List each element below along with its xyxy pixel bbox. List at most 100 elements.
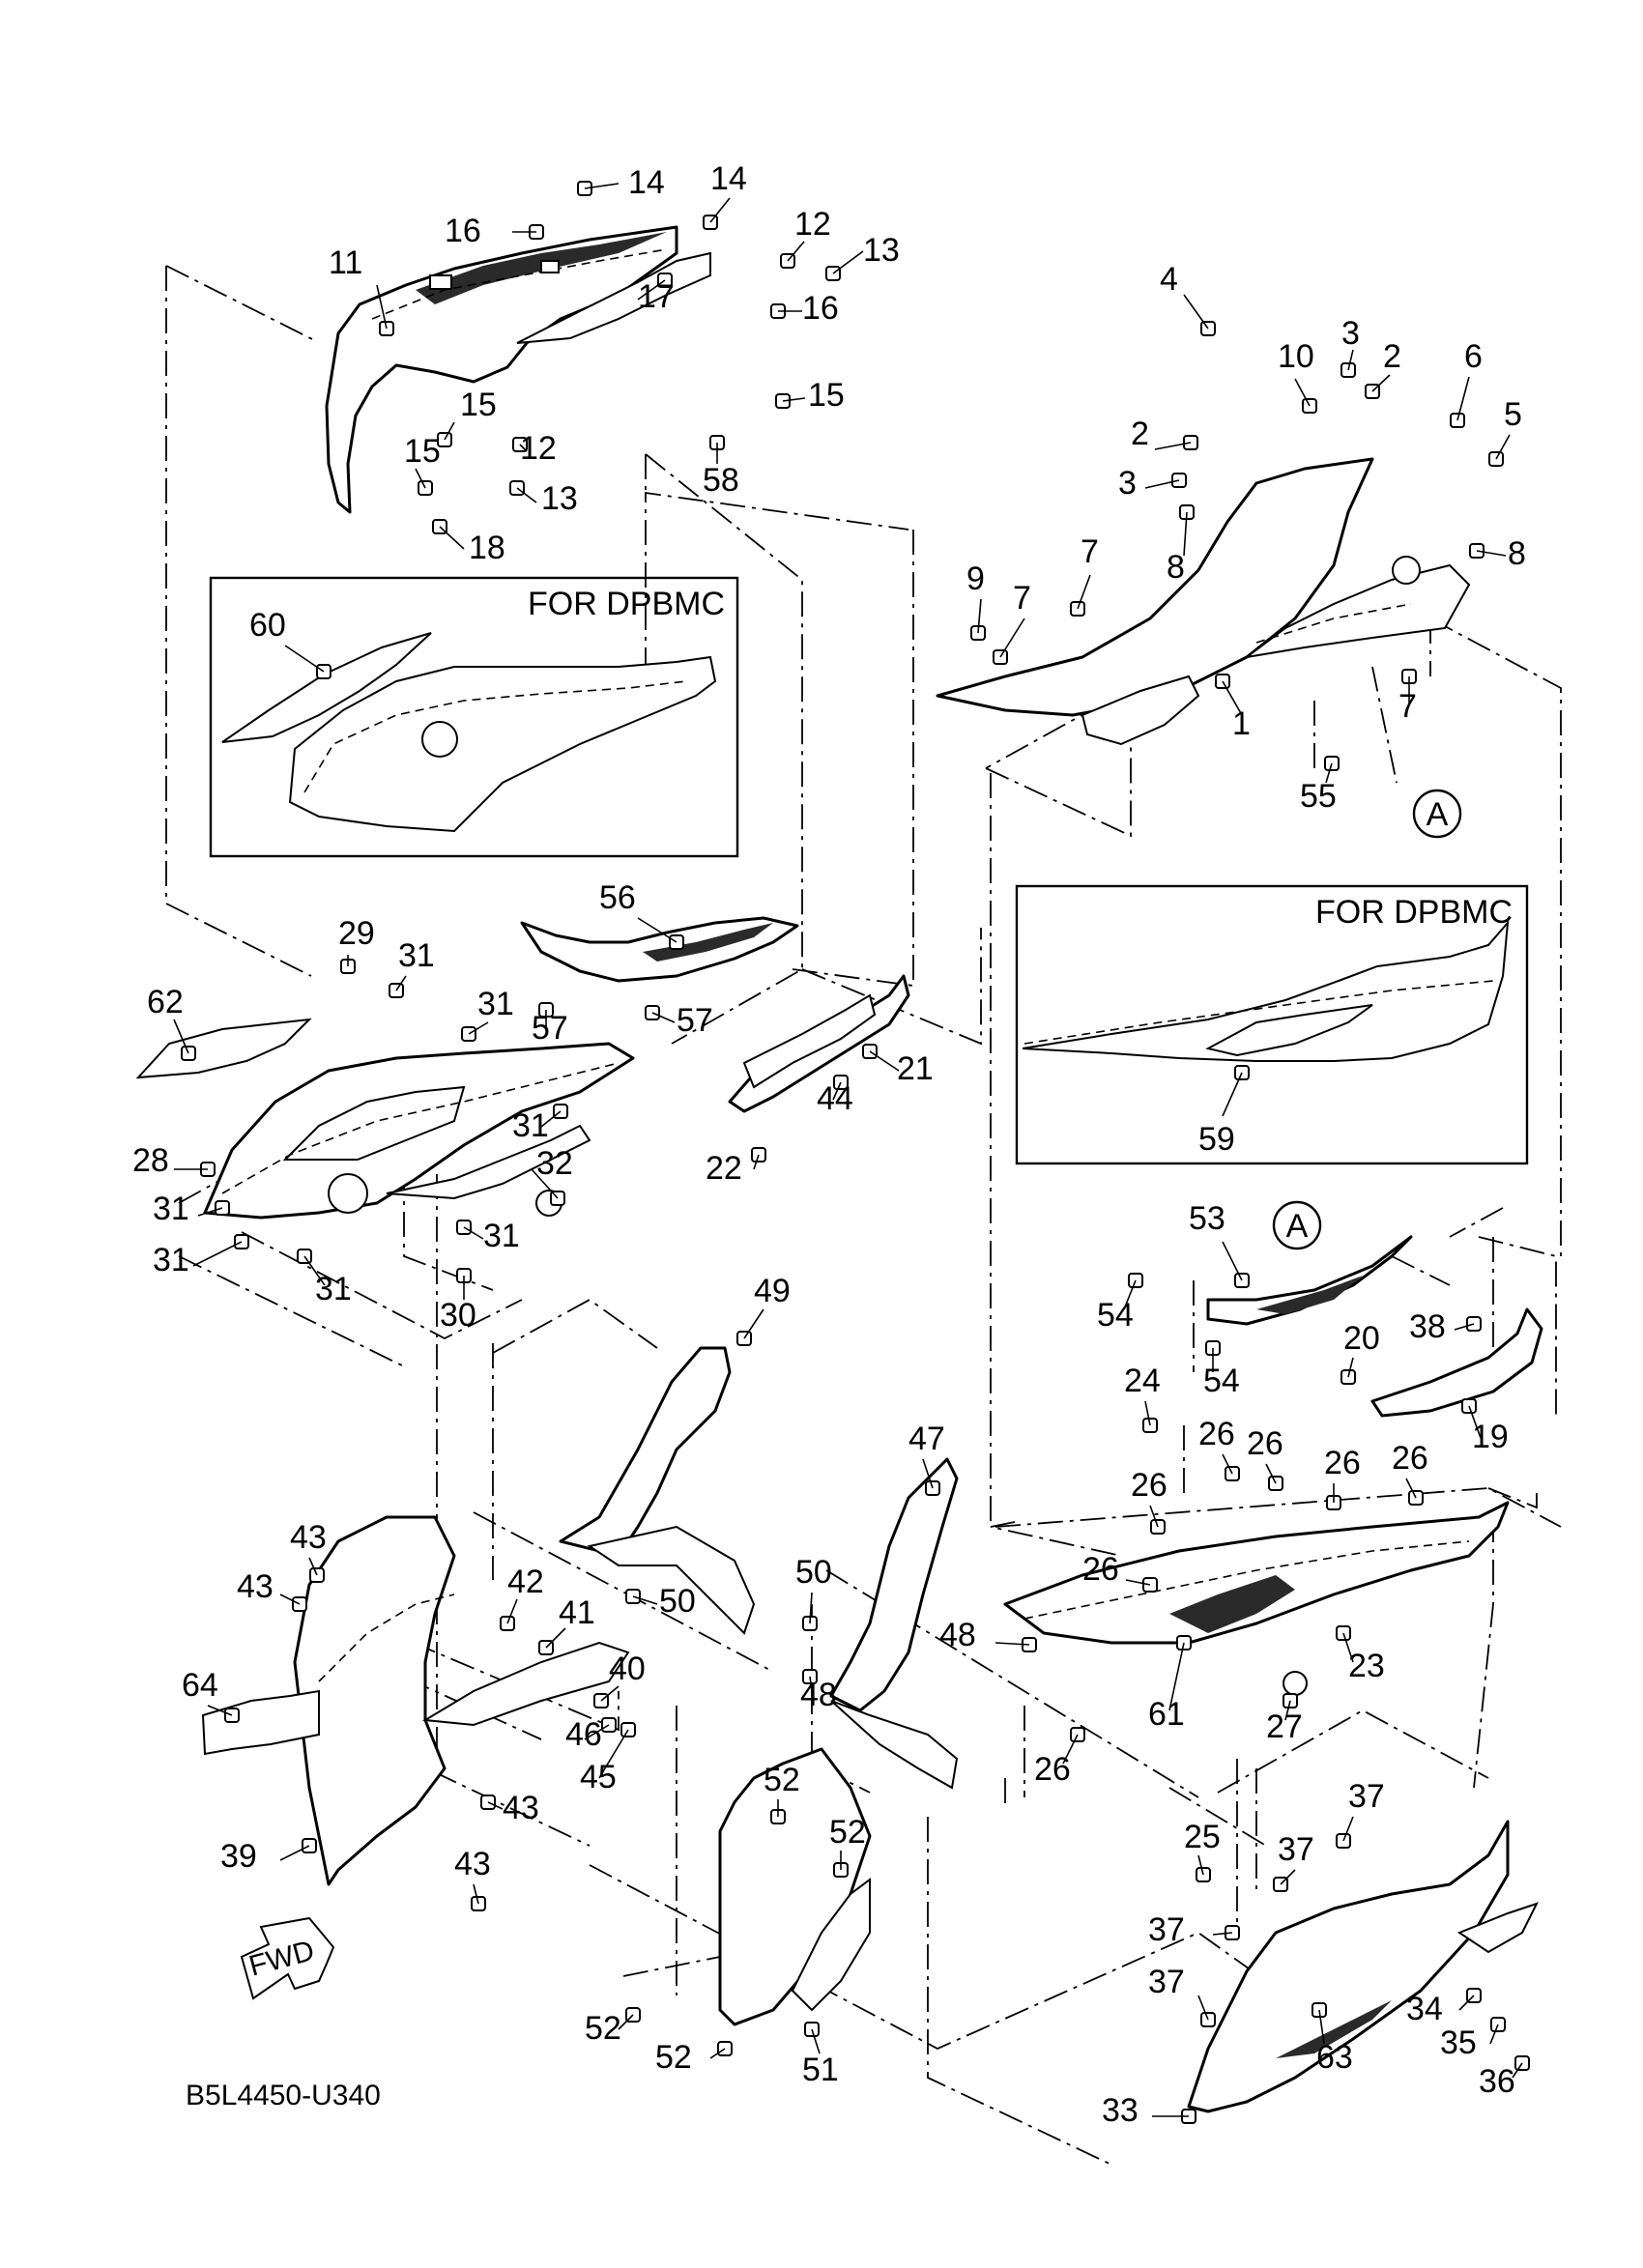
callout-leader-14 (709, 197, 731, 223)
callout-leader-26 (1062, 1734, 1079, 1765)
part-21 (728, 974, 910, 1113)
callout-label-3: 3 (1341, 315, 1360, 352)
callout-label-37: 37 (1148, 1911, 1185, 1948)
callout-label-10: 10 (1278, 338, 1314, 375)
callout-label-50: 50 (795, 1554, 832, 1591)
callout-leader-37 (1197, 1995, 1209, 2021)
callout-leader-19 (1468, 1405, 1482, 1439)
callout-leader-31 (540, 1110, 562, 1128)
callout-label-63: 63 (1316, 2039, 1353, 2076)
part-53 (1206, 1235, 1413, 1326)
fwd-direction-arrow: FWD (240, 1916, 335, 2000)
callout-label-52: 52 (829, 1814, 866, 1851)
callout-leader-37 (1212, 1932, 1233, 1936)
callout-label-14: 14 (628, 164, 665, 201)
callout-leader-37 (1280, 1869, 1296, 1885)
decal-60-shape (221, 632, 432, 743)
callout-leader-36 (1512, 2062, 1523, 2079)
callout-leader-52 (618, 2014, 634, 2030)
part-47 (829, 1457, 959, 1790)
callout-label-26: 26 (1198, 1416, 1235, 1452)
callout-label-18: 18 (469, 530, 505, 566)
callout-label-56: 56 (599, 879, 636, 916)
callout-leader-22 (753, 1154, 760, 1170)
callout-label-26: 26 (1034, 1751, 1071, 1788)
callout-leader-23 (1342, 1632, 1354, 1663)
callout-leader-17 (637, 279, 666, 301)
callout-label-19: 19 (1472, 1419, 1509, 1455)
callout-leader-60 (284, 645, 325, 673)
callout-label-41: 41 (559, 1594, 595, 1631)
callout-label-26: 26 (1247, 1425, 1283, 1462)
callout-leader-49 (743, 1308, 764, 1339)
callout-leader-7 (999, 617, 1025, 658)
callout-leader-43 (473, 1883, 479, 1905)
callout-label-23: 23 (1348, 1648, 1385, 1684)
callout-label-43: 43 (237, 1568, 274, 1605)
callout-leader-34 (1458, 1995, 1475, 2011)
callout-label-16: 16 (802, 290, 839, 327)
callout-leader-2 (1371, 374, 1391, 392)
callout-label-16: 16 (445, 213, 481, 249)
part-28-inner-panel (203, 1042, 635, 1220)
callout-leaders (173, 183, 1523, 2117)
part-11-front-cowl (325, 225, 711, 514)
callout-label-52: 52 (585, 2010, 621, 2047)
callout-label-17: 17 (638, 278, 675, 315)
callout-leader-43 (279, 1593, 301, 1605)
variant-box-title: FOR DPBMC (1315, 894, 1513, 931)
callout-label-25: 25 (1184, 1819, 1221, 1855)
callout-leader-54 (1125, 1279, 1137, 1306)
cowl-60-outline (288, 655, 717, 833)
callout-label-8: 8 (1167, 549, 1185, 586)
callout-leader-59 (1222, 1072, 1243, 1117)
callout-label-54: 54 (1203, 1363, 1240, 1399)
callout-leader-46 (584, 1724, 610, 1740)
callout-leader-64 (207, 1705, 233, 1716)
callout-leader-14 (584, 183, 620, 189)
callout-leader-11 (376, 284, 388, 330)
callout-leader-4 (1183, 294, 1209, 330)
callout-label-6: 6 (1464, 338, 1483, 375)
callout-label-45: 45 (580, 1759, 617, 1795)
callout-leader-12 (519, 444, 528, 452)
callout-label-12: 12 (520, 430, 557, 467)
callout-leader-31 (192, 1241, 243, 1267)
part-39 (293, 1515, 630, 1886)
variant-box-right: FOR DPBMC (1015, 884, 1529, 1165)
callout-label-62: 62 (147, 984, 184, 1020)
callout-leader-15 (782, 397, 806, 402)
callout-label-64: 64 (182, 1667, 218, 1704)
diagram-code: B5L4450-U340 (186, 2080, 381, 2111)
callout-leader-43 (487, 1801, 504, 1810)
callout-leader-26 (1405, 1478, 1417, 1499)
callout-label-43: 43 (503, 1790, 539, 1826)
callout-label-54: 54 (1097, 1297, 1134, 1334)
part-64 (201, 1689, 320, 1756)
callout-leader-13 (832, 250, 864, 274)
callout-label-24: 24 (1124, 1363, 1161, 1399)
callout-leader-48 (994, 1642, 1030, 1646)
callout-label-30: 30 (440, 1297, 476, 1334)
callout-leader-48 (809, 1676, 813, 1692)
callout-label-31: 31 (398, 937, 435, 974)
alignment-lines (165, 265, 1562, 2166)
callout-label-26: 26 (1082, 1551, 1119, 1588)
callout-leader-26 (1222, 1453, 1233, 1475)
svg-text:A: A (1427, 796, 1449, 833)
callout-label-14: 14 (710, 160, 747, 197)
callout-label-42: 42 (507, 1564, 544, 1600)
callout-leader-3 (1144, 479, 1180, 489)
callout-label-50: 50 (659, 1583, 696, 1620)
callout-leader-10 (1294, 378, 1311, 407)
callout-leader-39 (279, 1845, 310, 1861)
part-19 (1370, 1307, 1543, 1418)
callout-label-58: 58 (703, 462, 739, 499)
svg-text:A: A (1286, 1208, 1309, 1245)
callout-label-53: 53 (1189, 1200, 1225, 1237)
callout-label-37: 37 (1148, 1964, 1185, 2000)
part-33 (1187, 1820, 1539, 2113)
callout-leader-12 (787, 241, 805, 262)
callout-label-55: 55 (1300, 778, 1337, 815)
